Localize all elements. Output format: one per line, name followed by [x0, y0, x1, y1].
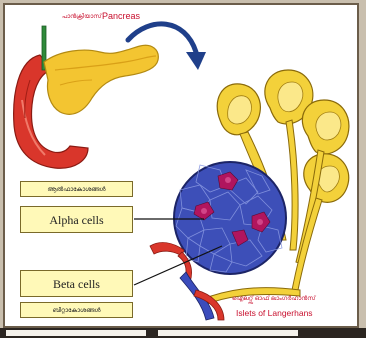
islets-label-malayalam: ഐലറ്റ്സ് ഓഫ് ലാംഗർഹാൻസ്	[232, 296, 315, 303]
beta-cells-label: Beta cells	[20, 270, 133, 297]
bottom-strip-cell	[158, 330, 298, 336]
islet-of-langerhans	[174, 162, 286, 274]
pancreas-label-malayalam: പാൻക്രിയാസ്	[62, 14, 102, 21]
pancreas-organ	[44, 45, 158, 114]
beta-cells-label-malayalam: ബീറ്റാകോശങ്ങൾ	[20, 302, 133, 318]
alpha-cells-label-malayalam: ആൽഫാകോശങ്ങൾ	[20, 181, 133, 197]
islets-label: Islets of Langerhans	[236, 308, 313, 318]
alpha-cells-label: Alpha cells	[20, 206, 133, 233]
bottom-edge-strip	[0, 328, 366, 338]
bottom-strip-cell	[6, 330, 146, 336]
pancreas-label: Pancreas	[102, 11, 140, 21]
